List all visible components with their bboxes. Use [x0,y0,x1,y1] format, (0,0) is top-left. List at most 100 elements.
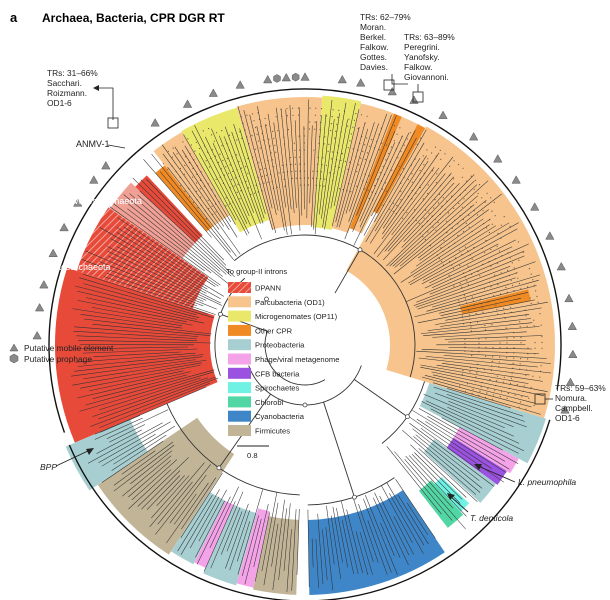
leaf-dot [337,116,339,118]
leaf-dot [298,135,300,137]
leaf-dot [369,145,371,147]
tr-top-right-line-1: TRs: 63–89% [404,32,455,42]
leaf-dot [439,149,441,151]
leaf-dot [299,149,301,151]
leaf-dot [324,136,326,138]
leaf-dot [265,124,267,126]
leaf-dot [352,126,354,128]
leaf-dot [299,156,301,158]
legend-swatch [228,425,251,436]
branch [122,455,172,497]
leaf-dot [281,164,283,166]
leaf-dot [406,212,408,214]
mobile-element-marker [545,231,555,240]
branch [107,246,221,304]
leaf-dot [507,269,509,271]
leaf-dot [464,342,466,344]
leaf-dot [496,309,498,311]
leaf-dot [211,149,213,151]
branch [420,322,533,334]
legend-swatch [228,296,251,308]
leaf-dot [239,131,241,133]
leaf-dot [255,126,257,129]
mobile-element-marker [150,118,160,127]
branch [414,285,537,318]
branch [128,469,171,510]
leaf-dot [286,108,288,110]
leaf-dot [264,167,266,170]
leaf-dot [330,123,332,125]
leaf-dot [427,231,429,233]
branch [184,145,232,223]
leaf-dot [357,127,359,129]
leaf-dot [227,172,230,174]
leaf-dot [331,116,333,118]
leaf-dot [517,241,520,243]
leaf-dot [384,182,387,184]
branch [113,425,175,465]
branch [379,495,410,556]
leaf-dot [251,135,253,137]
leaf-dot [465,222,467,224]
leaf-dot [484,324,486,327]
leaf-dot [459,282,461,285]
leaf-dot [382,165,384,167]
leaf-dot [409,132,411,134]
mobile-element-marker [39,279,49,289]
leaf-dot [462,167,464,169]
branch [249,114,273,209]
leaf-dot [208,127,210,130]
scale-bar-label: 0.8 [247,451,258,460]
leaf-dot [309,121,311,123]
panel-letter: a [10,10,18,25]
branch [167,167,237,257]
leaf-dot [371,139,373,141]
branch [427,415,506,462]
leaf-dot [478,338,480,340]
branch [406,502,428,535]
leaf-dot [488,231,490,234]
leaf-dot [478,394,480,397]
branch [226,511,243,552]
branch [280,108,292,210]
branch [106,409,169,439]
leaf-dot [371,191,373,193]
leaf-dot [187,138,189,140]
legend-swatch [228,282,251,293]
leaf-dot [486,192,488,194]
branch [108,256,207,301]
leaf-dot [465,180,468,182]
branch [416,418,492,469]
branch [418,448,478,503]
branch [256,125,277,215]
leaf-dot [498,361,500,363]
branch [423,326,540,336]
leaf-dot [230,179,232,181]
branch [424,375,536,404]
legend-swatch [228,339,251,351]
branch [349,123,379,212]
branch [420,427,481,472]
leaf-dot [492,356,494,358]
leaf-dot [435,182,438,184]
legend-swatch [228,367,251,379]
branch [426,279,539,312]
leaf-dot [519,321,521,323]
leaf-dot [533,319,535,321]
leaf-dot [506,342,508,344]
t-denticola-label: T. denticola [470,513,513,523]
leaf-dot [473,188,475,190]
leaf-dot [247,172,249,174]
leaf-dot [325,164,327,166]
branch [92,323,211,336]
branch [77,290,198,320]
leaf-dot [505,327,507,329]
leaf-dot [308,128,311,130]
leaf-dot [190,144,192,146]
branch [336,122,366,228]
leaf-dot [344,160,346,162]
branch [421,243,499,285]
leaf-dot [208,207,210,210]
branch [448,340,527,343]
leaf-dot [299,163,301,165]
